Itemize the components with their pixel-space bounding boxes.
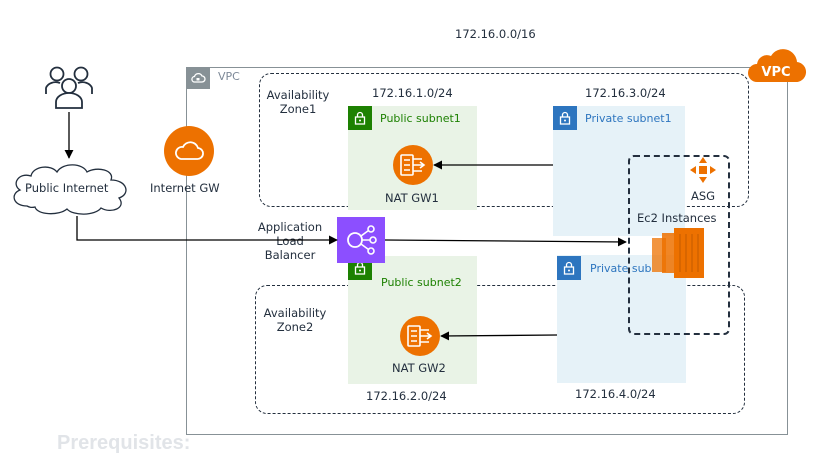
alb-label-line1: Application [257,220,323,234]
vpc-label: VPC [218,70,240,83]
alb-label: Application Load Balancer [252,220,328,262]
vpc-badge-text: VPC [761,65,790,80]
ec2-instances-icon [652,228,706,280]
nat-gateway-1-icon [393,145,433,185]
internet-gateway-icon [164,126,214,176]
az2-label: Availability Zone2 [262,306,328,334]
nat-gateway-1-label: NAT GW1 [385,191,439,205]
public-internet-cloud [7,160,133,216]
ec2-instances-label: Ec2 Instances [637,211,717,225]
az2-label-line1: Availability [263,306,327,320]
asg-label: ASG [691,189,716,203]
load-balancer-icon [337,217,385,263]
private-subnet-2-cidr: 172.16.4.0/24 [575,387,656,401]
public-internet-label: Public Internet [25,181,109,195]
private-subnet-2-lock-icon [557,256,581,280]
availability-zone-2 [255,285,745,414]
nat-gateway-2-icon [400,316,440,356]
public-subnet-2-label: Public subnet2 [381,276,462,289]
private-subnet-1-lock-icon [553,106,577,130]
nat-gateway-2-label: NAT GW2 [392,361,446,375]
alb-label-line3: Balancer [264,248,316,262]
vpc-container [186,67,788,435]
az2-label-line2: Zone2 [276,320,314,334]
private-subnet-1-cidr: 172.16.3.0/24 [585,86,666,100]
availability-zone-1 [259,73,749,207]
alb-label-line2: Load [276,234,304,248]
az1-label: Availability Zone1 [265,88,331,116]
public-subnet-1-cidr: 172.16.1.0/24 [372,86,453,100]
vpc-cloud-icon [186,67,210,89]
az1-label-line1: Availability [266,88,330,102]
vpc-cidr-label: 172.16.0.0/16 [455,27,536,41]
auto-scaling-icon [688,155,718,185]
vpc-badge: VPC [745,46,807,88]
users-icon [43,64,95,110]
az1-label-line2: Zone1 [279,102,317,116]
public-subnet-1-label: Public subnet1 [380,112,461,125]
prerequisites-heading: Prerequisites: [57,432,191,454]
private-subnet-2-label: Private sub [590,262,652,275]
public-subnet-1-lock-icon [348,106,372,130]
internet-gateway-label: Internet GW [150,181,220,195]
public-subnet-2-cidr: 172.16.2.0/24 [366,389,447,403]
private-subnet-1-label: Private subnet1 [585,112,672,125]
auto-scaling-group-boundary [628,155,730,335]
